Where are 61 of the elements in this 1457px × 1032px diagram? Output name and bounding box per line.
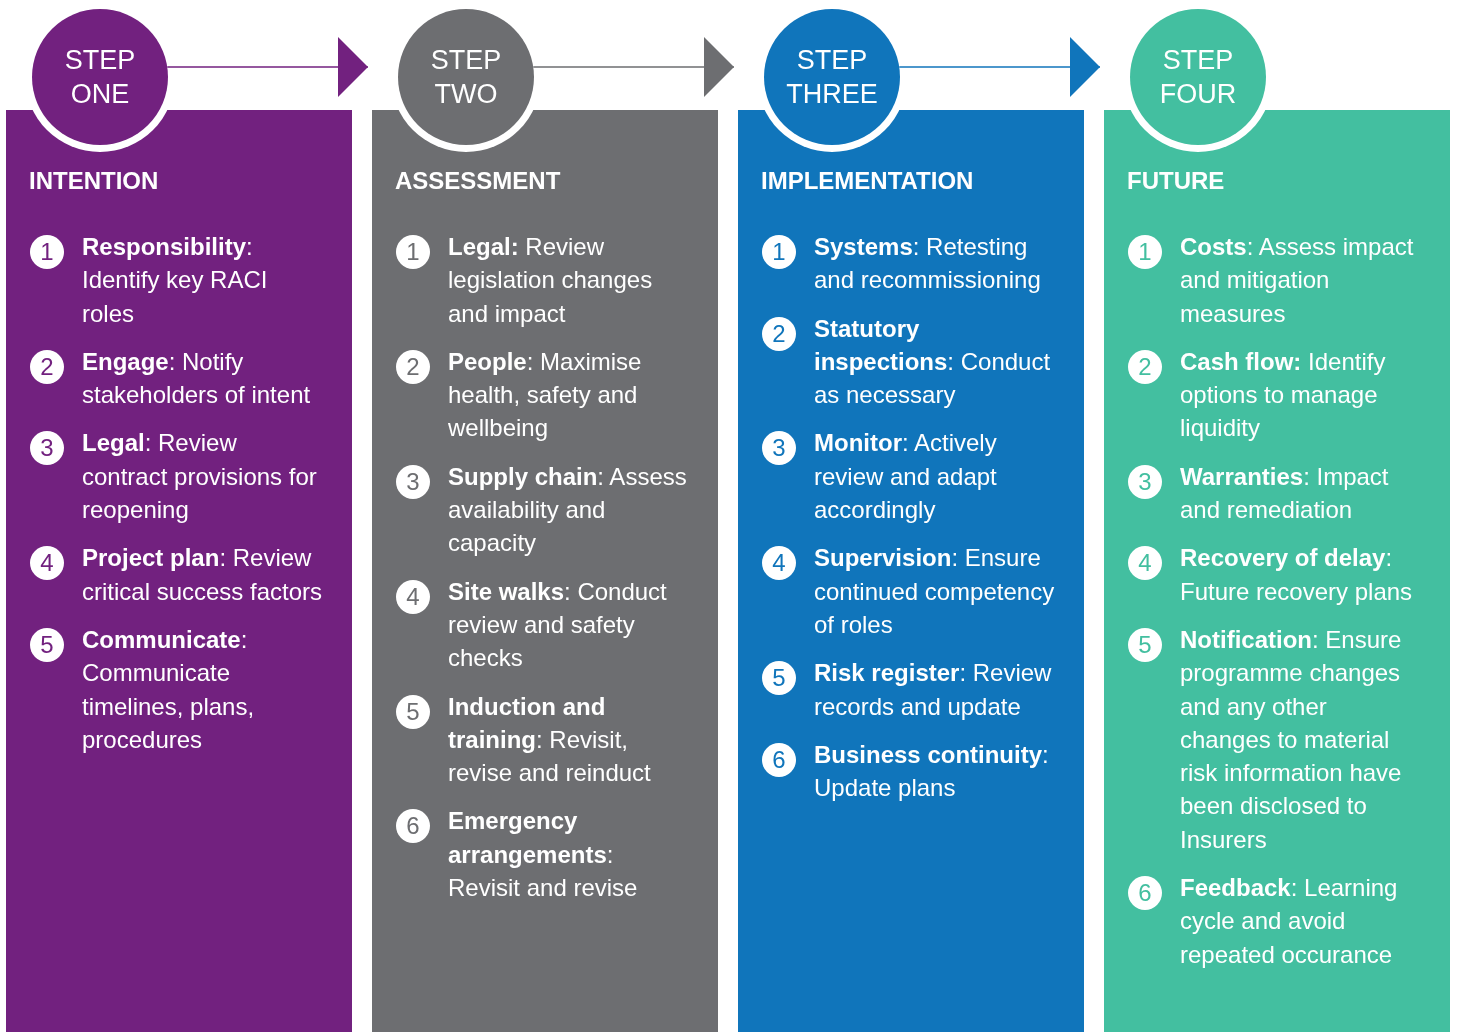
number-circle: 5 xyxy=(1128,627,1162,662)
step-panel xyxy=(738,110,1084,1032)
step-title: STEP ONE xyxy=(63,44,137,111)
number-circle: 3 xyxy=(396,464,430,499)
item-text: Induction and training: Revisit, revise and reinduct xyxy=(448,691,652,789)
item-text: Communicate: Communicate timelines, plans, procedures xyxy=(82,624,256,755)
item-text: Project plan: Review critical success factors xyxy=(82,543,323,607)
item-text: Risk register: Review records and update xyxy=(814,658,1053,722)
number-circle: 2 xyxy=(396,349,430,384)
item-text: Monitor: Actively review and adapt accordingly xyxy=(814,428,998,526)
item-text: Notification: Ensure programme changes and any other changes to material risk information have been disclosed to Insurers xyxy=(1180,624,1403,855)
number-circle: 1 xyxy=(762,235,796,269)
number-circle: 1 xyxy=(1128,235,1162,269)
item-text: Statutory inspections: Conduct as necessary xyxy=(814,313,1052,411)
number-circle: 6 xyxy=(396,809,430,844)
number-circle: 3 xyxy=(30,431,64,466)
panel-heading: FUTURE xyxy=(1127,166,1225,196)
item-text: Costs: Assess impact and mitigation measures xyxy=(1180,232,1415,329)
item-text: Business continuity: Update plans xyxy=(814,739,1050,804)
panel-heading: ASSESSMENT xyxy=(395,166,561,196)
item-text: Systems: Retesting and recommissioning xyxy=(814,232,1042,296)
number-circle: 4 xyxy=(396,579,430,614)
item-text: Feedback: Learning cycle and avoid repeated occurance xyxy=(1180,873,1399,970)
chevron-arrow xyxy=(532,37,735,97)
item-text: People: Maximise health, safety and wellbeing xyxy=(448,346,643,444)
item-text: Responsibility: Identify key RACI roles xyxy=(82,232,269,329)
number-circle: 1 xyxy=(396,235,430,269)
number-circle: 2 xyxy=(1128,349,1162,384)
step-panel xyxy=(1104,110,1450,1032)
item-text: Supply chain: Assess availability and capacity xyxy=(448,461,688,559)
chevron-arrow xyxy=(166,37,369,97)
number-circle: 5 xyxy=(396,694,430,729)
number-circle: 2 xyxy=(30,349,64,384)
item-text: Emergency arrangements: Revisit and revise xyxy=(448,806,639,904)
item-text: Legal: Review legislation changes and impact xyxy=(448,232,654,329)
number-circle: 1 xyxy=(30,235,64,269)
item-text: Legal: Review contract provisions for reopening xyxy=(82,428,318,526)
item-text: Supervision: Ensure continued competency of roles xyxy=(814,543,1055,640)
number-circle: 3 xyxy=(1128,464,1162,499)
number-circle: 5 xyxy=(30,627,64,662)
step-title: STEP TWO xyxy=(429,44,503,111)
item-text: Warranties: Impact and remediation xyxy=(1180,461,1390,526)
item-text: Cash flow: Identify options to manage liquidity xyxy=(1180,346,1387,444)
step-panel xyxy=(6,110,352,1032)
number-circle: 3 xyxy=(762,431,796,466)
number-circle: 5 xyxy=(762,661,796,696)
item-text: Site walks: Conduct review and safety checks xyxy=(448,576,668,674)
step-panel xyxy=(372,110,718,1032)
panel-heading: IMPLEMENTATION xyxy=(761,166,974,196)
panel-heading: INTENTION xyxy=(29,166,159,196)
number-circle: 4 xyxy=(30,546,64,581)
number-circle: 4 xyxy=(762,546,796,581)
number-circle: 6 xyxy=(762,742,796,777)
number-circle: 2 xyxy=(762,316,796,351)
number-circle: 4 xyxy=(1128,546,1162,581)
chevron-arrow xyxy=(898,37,1101,97)
item-text: Recovery of delay: Future recovery plans xyxy=(1180,543,1414,607)
item-text: Engage: Notify stakeholders of intent xyxy=(82,346,312,411)
step-title: STEP FOUR xyxy=(1158,44,1238,111)
number-circle: 6 xyxy=(1128,876,1162,911)
step-title: STEP THREE xyxy=(785,44,879,111)
